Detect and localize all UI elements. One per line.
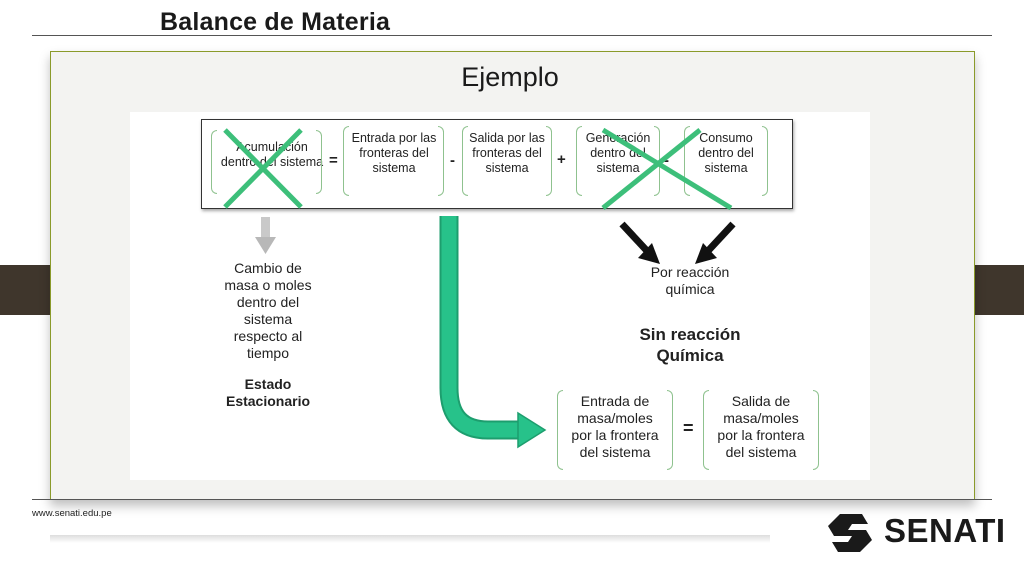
result-output-term: Salida de masa/moles por la frontera del… xyxy=(706,393,816,461)
note-line: Sin reacción xyxy=(639,325,741,344)
slide-title: Balance de Materia xyxy=(160,8,391,36)
note-line: respecto al xyxy=(233,328,303,344)
note-line: tiempo xyxy=(246,345,290,361)
bottom-rule xyxy=(32,499,992,500)
operator-minus: - xyxy=(664,152,669,169)
left-note: Cambio de masa o moles dentro del sistem… xyxy=(208,260,328,362)
senati-logo-icon xyxy=(828,514,872,552)
no-reaction-label: Sin reacción Química xyxy=(615,324,765,366)
note-line: del sistema xyxy=(579,444,651,460)
note-line: por la frontera xyxy=(571,427,659,443)
note-line: Salida de xyxy=(731,393,791,409)
brace-left xyxy=(684,126,690,196)
result-operator-equals: = xyxy=(683,418,694,438)
brace-left xyxy=(462,126,468,196)
term-line: sistema xyxy=(372,161,416,175)
term-line: sistema xyxy=(485,161,529,175)
note-line: química xyxy=(665,281,715,297)
term-line: Consumo xyxy=(699,131,753,145)
note-line: Estado xyxy=(244,376,292,392)
term-line: fronteras del xyxy=(359,146,429,160)
note-line: Cambio de xyxy=(234,260,302,276)
operator-equals: = xyxy=(329,152,338,169)
note-line: dentro del xyxy=(236,294,300,310)
operator-minus: - xyxy=(450,152,455,169)
term-line: sistema xyxy=(596,161,640,175)
black-arrow-right-icon xyxy=(695,221,736,264)
brace-left xyxy=(211,130,217,194)
brace-left xyxy=(557,390,563,470)
footer-url: www.senati.edu.pe xyxy=(32,508,112,519)
cross-reaction-icon xyxy=(601,127,733,211)
term-line: Salida por las xyxy=(469,131,545,145)
note-line: por la frontera xyxy=(717,427,805,443)
note-line: masa/moles xyxy=(577,410,653,426)
brace-left xyxy=(343,126,349,196)
term-input: Entrada por las fronteras del sistema xyxy=(344,131,444,176)
note-line: Química xyxy=(656,346,724,365)
term-consumption: Consumo dentro del sistema xyxy=(685,131,767,176)
black-arrow-left-icon xyxy=(619,221,660,264)
gray-down-arrow-icon xyxy=(255,217,276,254)
slide-subtitle: Ejemplo xyxy=(461,62,559,92)
brace-left xyxy=(703,390,709,470)
term-output: Salida por las fronteras del sistema xyxy=(463,131,551,176)
top-rule xyxy=(32,35,992,36)
note-line: Entrada de xyxy=(580,393,650,409)
senati-logo-text: SENATI xyxy=(884,512,1006,549)
note-line: del sistema xyxy=(725,444,797,460)
steady-state-label: Estado Estacionario xyxy=(208,376,328,410)
note-line: Por reacción xyxy=(650,264,730,280)
brace-right xyxy=(667,390,673,470)
term-line: fronteras del xyxy=(472,146,542,160)
brace-right xyxy=(813,390,819,470)
green-bent-arrow-icon xyxy=(439,216,547,449)
bottom-shadow xyxy=(50,535,770,543)
operator-plus: + xyxy=(557,151,566,168)
note-line: masa o moles xyxy=(224,277,312,293)
brace-left xyxy=(576,126,582,196)
note-line: masa/moles xyxy=(723,410,799,426)
note-line: sistema xyxy=(243,311,293,327)
term-line: dentro del xyxy=(698,146,754,160)
right-note: Por reacción química xyxy=(630,264,750,298)
cross-accumulation-icon xyxy=(223,128,303,209)
result-input-term: Entrada de masa/moles por la frontera de… xyxy=(560,393,670,461)
term-line: sistema xyxy=(704,161,748,175)
note-line: Estacionario xyxy=(225,393,311,409)
term-line: Entrada por las xyxy=(351,131,437,145)
